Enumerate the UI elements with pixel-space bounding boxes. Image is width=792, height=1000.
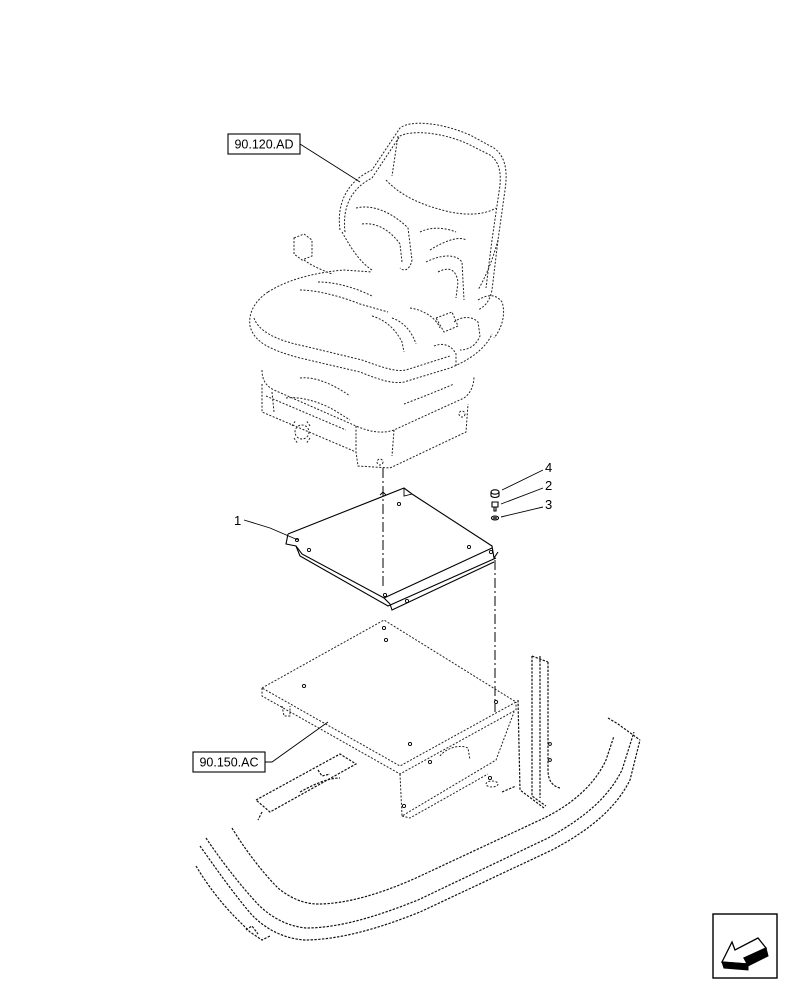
callout-1: 1 — [234, 513, 241, 528]
seat-reference-text: 90.120.AD — [234, 138, 293, 152]
hardware-items — [490, 489, 500, 521]
seat-reference-leader — [299, 143, 361, 183]
cab-frame — [195, 655, 641, 941]
callout-3: 3 — [545, 497, 552, 512]
callout-2: 2 — [545, 478, 552, 493]
mounting-plate — [285, 487, 499, 611]
callout-1-leader — [243, 519, 299, 541]
platform-reference-text: 90.150.AC — [199, 756, 258, 770]
callout-3-leader — [500, 506, 544, 518]
platform-reference-label[interactable]: 90.150.AC — [192, 751, 266, 773]
seat-platform — [260, 619, 517, 819]
seat-assembly — [249, 122, 507, 469]
next-page-arrow-icon[interactable] — [712, 913, 778, 979]
callout-4-leader — [501, 469, 544, 491]
alignment-centerlines — [382, 468, 496, 712]
platform-reference-leader — [265, 721, 329, 763]
callout-2-leader — [500, 487, 544, 505]
seat-reference-label[interactable]: 90.120.AD — [227, 133, 301, 155]
callout-4: 4 — [545, 460, 552, 475]
